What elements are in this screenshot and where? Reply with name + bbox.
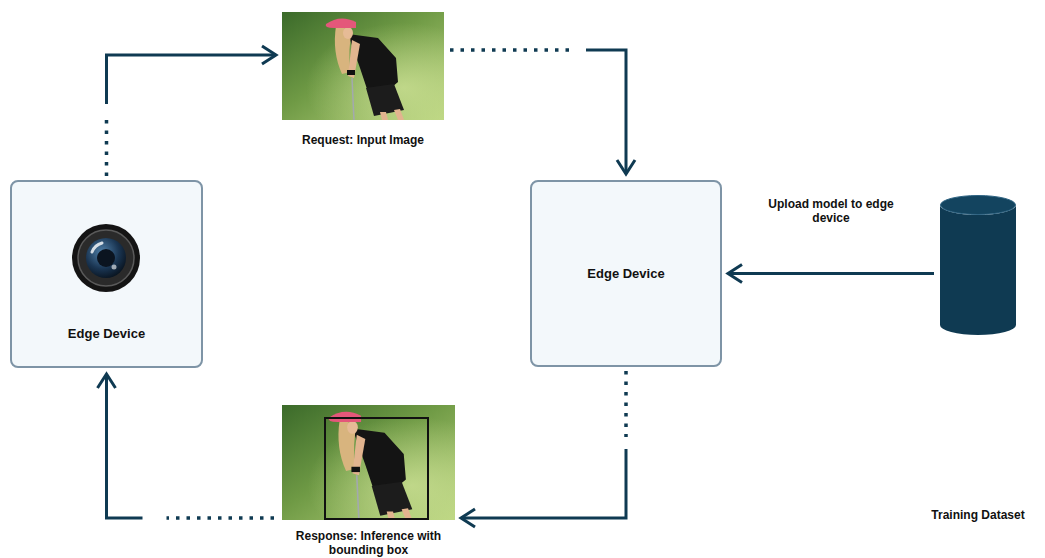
solid-segment [461, 449, 626, 518]
lens-glint [112, 265, 117, 270]
dotted-segment [105, 118, 109, 176]
device-box: Edge Device [10, 180, 203, 368]
solid-segment [586, 50, 626, 174]
edge-label: Upload model to edge device [746, 196, 916, 226]
flow-arrow [107, 374, 275, 518]
cylinder-shape [940, 195, 1016, 335]
cylinder-top [941, 196, 1016, 215]
flow-arrow [107, 55, 277, 176]
cylinder-body [940, 205, 1016, 335]
flow-arrow [461, 371, 626, 518]
bounding-box [325, 418, 428, 519]
flow-arrow [728, 273, 934, 274]
image-node: Request: Input Image [282, 12, 444, 120]
caption-holder: Response: Inference with bounding box [292, 529, 446, 558]
camera-icon [72, 224, 140, 292]
device-box: Edge Device [530, 180, 722, 367]
dotted-segment [450, 48, 574, 52]
caption-text: Response: Inference with bounding box [292, 529, 446, 557]
solid-segment [728, 272, 934, 275]
output-photo [282, 405, 455, 520]
solid-segment [107, 374, 143, 518]
golfer-photo [282, 12, 444, 120]
caption-holder: Training Dataset [913, 505, 1043, 523]
camera-pupil [97, 249, 115, 267]
image-node: Response: Inference with bounding box [282, 405, 455, 520]
camera-ring [78, 230, 134, 286]
device-label: Edge Device [587, 266, 664, 281]
dotted-segment [624, 371, 628, 437]
database-cylinder: Training Dataset [940, 195, 1016, 335]
caption-holder: Request: Input Image [263, 130, 463, 148]
box-fill [10, 180, 203, 368]
input-photo [282, 12, 444, 120]
solid-segment [107, 55, 277, 104]
flow-arrow [450, 50, 626, 174]
golfer-photo [282, 405, 455, 520]
lens-highlight [92, 243, 102, 252]
dotted-segment [167, 516, 275, 520]
edge-group [107, 50, 935, 518]
caption-text: Request: Input Image [302, 133, 424, 147]
device-label: Edge Device [68, 326, 145, 341]
edge-label-holder: Upload model to edge device [746, 196, 916, 226]
caption-text: Training Dataset [931, 508, 1024, 522]
camera-body [72, 224, 140, 292]
box-fill [530, 180, 722, 367]
camera-lens [86, 238, 126, 278]
